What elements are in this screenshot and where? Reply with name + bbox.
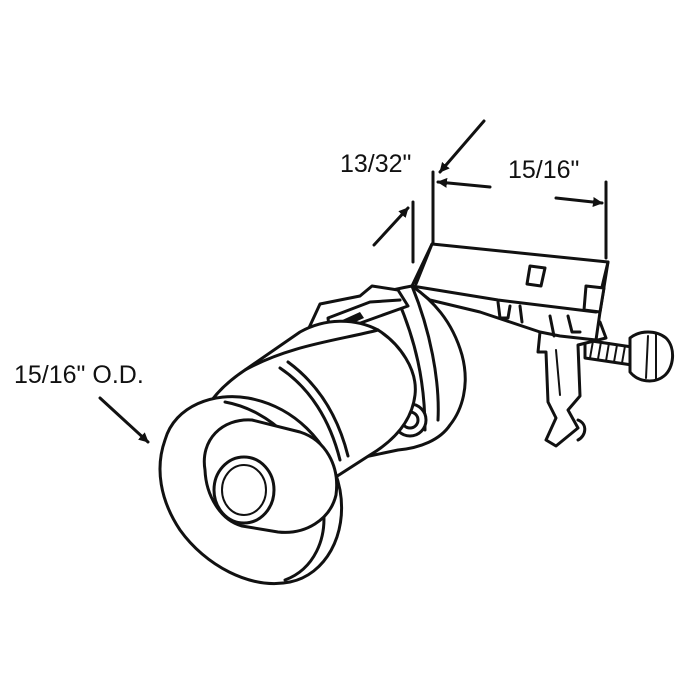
dimension-label-width: 15/16" bbox=[508, 156, 580, 184]
clip-body bbox=[536, 320, 608, 448]
fork-seam bbox=[278, 366, 342, 462]
spring-clip bbox=[536, 320, 608, 448]
width-arrow-right bbox=[554, 196, 604, 207]
clip-hook bbox=[576, 418, 587, 442]
dimension-label-height: 13/32" bbox=[340, 150, 412, 178]
roller-wheel bbox=[158, 395, 344, 585]
dimension-wheel-marker bbox=[98, 396, 150, 444]
housing-outline bbox=[410, 242, 610, 342]
dimension-width-marker bbox=[436, 177, 608, 260]
height-arrow-upper bbox=[438, 119, 486, 174]
housing-block bbox=[410, 242, 610, 342]
axle-hole bbox=[221, 464, 267, 516]
dimension-label-wheel-diameter: 15/16" O.D. bbox=[14, 361, 144, 389]
housing-slot bbox=[525, 264, 547, 288]
axle-hub bbox=[212, 455, 276, 525]
dimension-height-marker bbox=[372, 119, 486, 264]
width-arrow-left bbox=[436, 177, 492, 189]
height-arrow-lower bbox=[372, 206, 410, 247]
wheel-arrow bbox=[98, 396, 150, 444]
screw-knob bbox=[628, 330, 674, 383]
housing-end-tab bbox=[582, 284, 606, 314]
adjustment-screw bbox=[583, 330, 674, 383]
